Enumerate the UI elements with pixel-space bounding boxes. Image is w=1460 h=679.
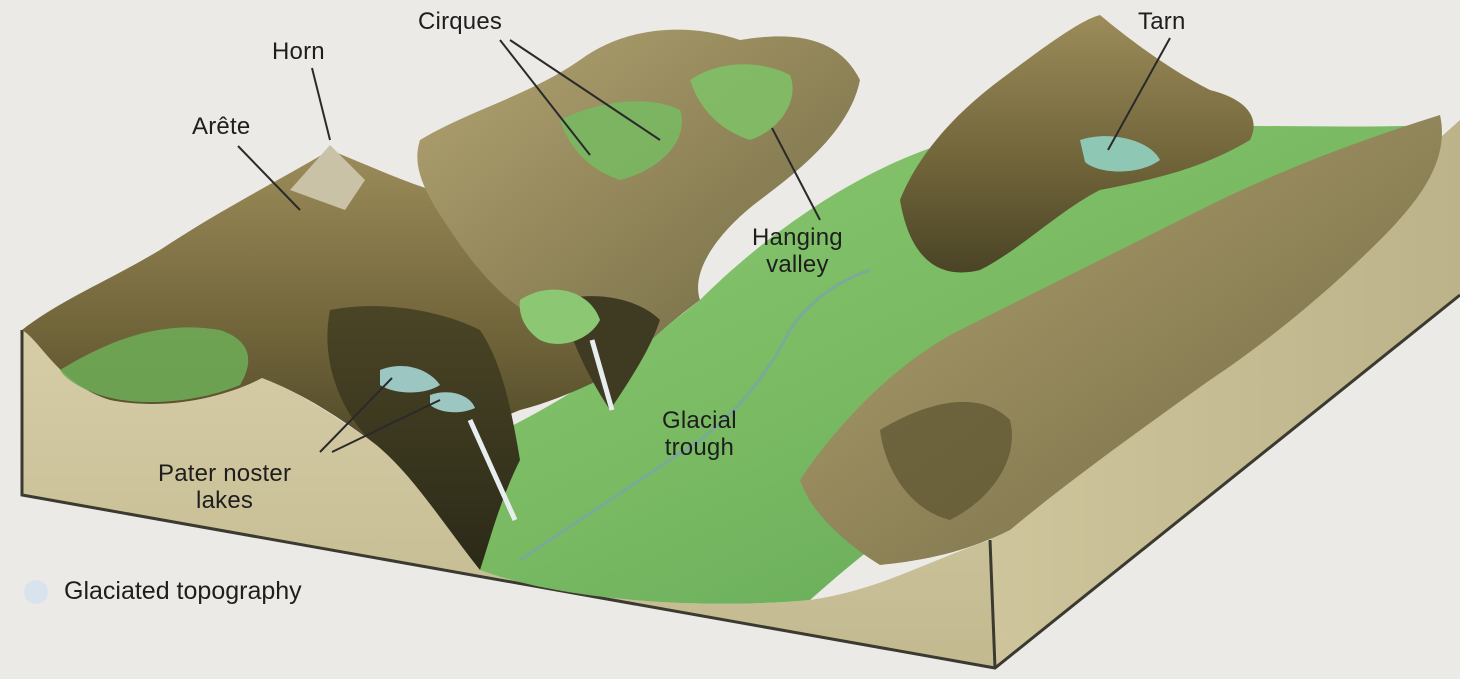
label-glacial-trough: Glacial trough [662,407,737,461]
label-cirques-text: Cirques [418,8,502,35]
figure-caption: Glaciated topography [64,577,302,606]
label-cirques: Cirques [418,8,502,35]
leader-horn [312,68,330,140]
label-paternoster-lakes: Pater noster lakes [158,460,291,514]
label-arete: Arête [192,113,250,140]
label-paternoster-lakes-line2: lakes [158,487,291,514]
label-hanging-valley-line2: valley [752,251,843,278]
label-glacial-trough-line1: Glacial [662,407,737,434]
label-horn: Horn [272,38,325,65]
label-hanging-valley-line1: Hanging [752,224,843,251]
label-tarn: Tarn [1138,8,1186,35]
label-horn-text: Horn [272,38,325,65]
label-hanging-valley: Hanging valley [752,224,843,278]
label-tarn-text: Tarn [1138,8,1186,35]
caption-bullet-icon [24,580,48,604]
label-glacial-trough-line2: trough [662,434,737,461]
label-arete-text: Arête [192,113,250,140]
label-paternoster-lakes-line1: Pater noster [158,460,291,487]
